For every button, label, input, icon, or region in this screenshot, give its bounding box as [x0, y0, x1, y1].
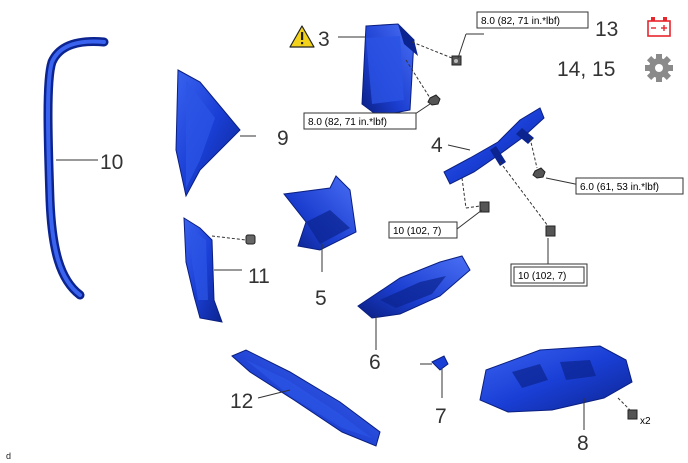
- corner-reference: d: [6, 451, 11, 461]
- svg-text:10 (102, 7): 10 (102, 7): [393, 226, 441, 237]
- nut-icon: [427, 94, 441, 106]
- callout-8: 8: [577, 432, 589, 455]
- svg-text:6.0 (61, 53 in.*lbf): 6.0 (61, 53 in.*lbf): [580, 182, 659, 193]
- part-8-undercover: [479, 345, 633, 413]
- callout-5: 5: [315, 287, 327, 310]
- gear-icon: [645, 54, 673, 82]
- dashed-lines: [211, 41, 631, 411]
- callout-11: 11: [248, 265, 270, 288]
- torque-spec-t3: 6.0 (61, 53 in.*lbf): [575, 177, 684, 195]
- torque-spec-t5: 10 (102, 7): [510, 263, 588, 287]
- part-12-sill: [231, 349, 381, 447]
- part-4-bracket: [443, 107, 545, 185]
- nut-icon: [532, 167, 546, 179]
- callout-4: 4: [431, 134, 443, 157]
- callout-3: 3: [318, 28, 330, 51]
- callout-6: 6: [369, 351, 381, 374]
- warning-icon: [289, 25, 315, 48]
- callout-10: 10: [100, 151, 123, 174]
- part-3-module: [361, 23, 418, 117]
- torque-spec-t1: 8.0 (82, 71 in.*lbf): [476, 11, 589, 29]
- part-6-tray: [357, 255, 471, 319]
- torque-spec-t4: 10 (102, 7): [388, 221, 458, 239]
- part-9-garnish: [175, 69, 241, 198]
- callout-14-15: 14, 15: [557, 58, 615, 81]
- callout-13: 13: [595, 18, 618, 41]
- callout-12: 12: [230, 390, 253, 413]
- svg-text:8.0 (82, 71 in.*lbf): 8.0 (82, 71 in.*lbf): [481, 16, 560, 27]
- torque-spec-t2: 8.0 (82, 71 in.*lbf): [303, 112, 417, 130]
- bolt-icon: [479, 201, 490, 213]
- part-11-trim: [183, 217, 223, 323]
- leader-lines: [56, 33, 585, 430]
- part-10-weatherstrip: [43, 37, 109, 300]
- bolt-icon: [627, 409, 638, 420]
- clip-icon: [245, 234, 256, 245]
- svg-text:8.0 (82, 71 in.*lbf): 8.0 (82, 71 in.*lbf): [308, 117, 387, 128]
- part-5-duct: [283, 175, 357, 251]
- bolt-icon: [545, 225, 556, 237]
- battery-icon: [647, 17, 671, 37]
- svg-text:10 (102, 7): 10 (102, 7): [518, 271, 566, 282]
- quantity-label: x2: [640, 416, 651, 427]
- part-7-clip: [420, 355, 449, 371]
- callout-7: 7: [435, 405, 447, 428]
- callout-9: 9: [277, 127, 289, 150]
- bolt-icon: [451, 55, 462, 66]
